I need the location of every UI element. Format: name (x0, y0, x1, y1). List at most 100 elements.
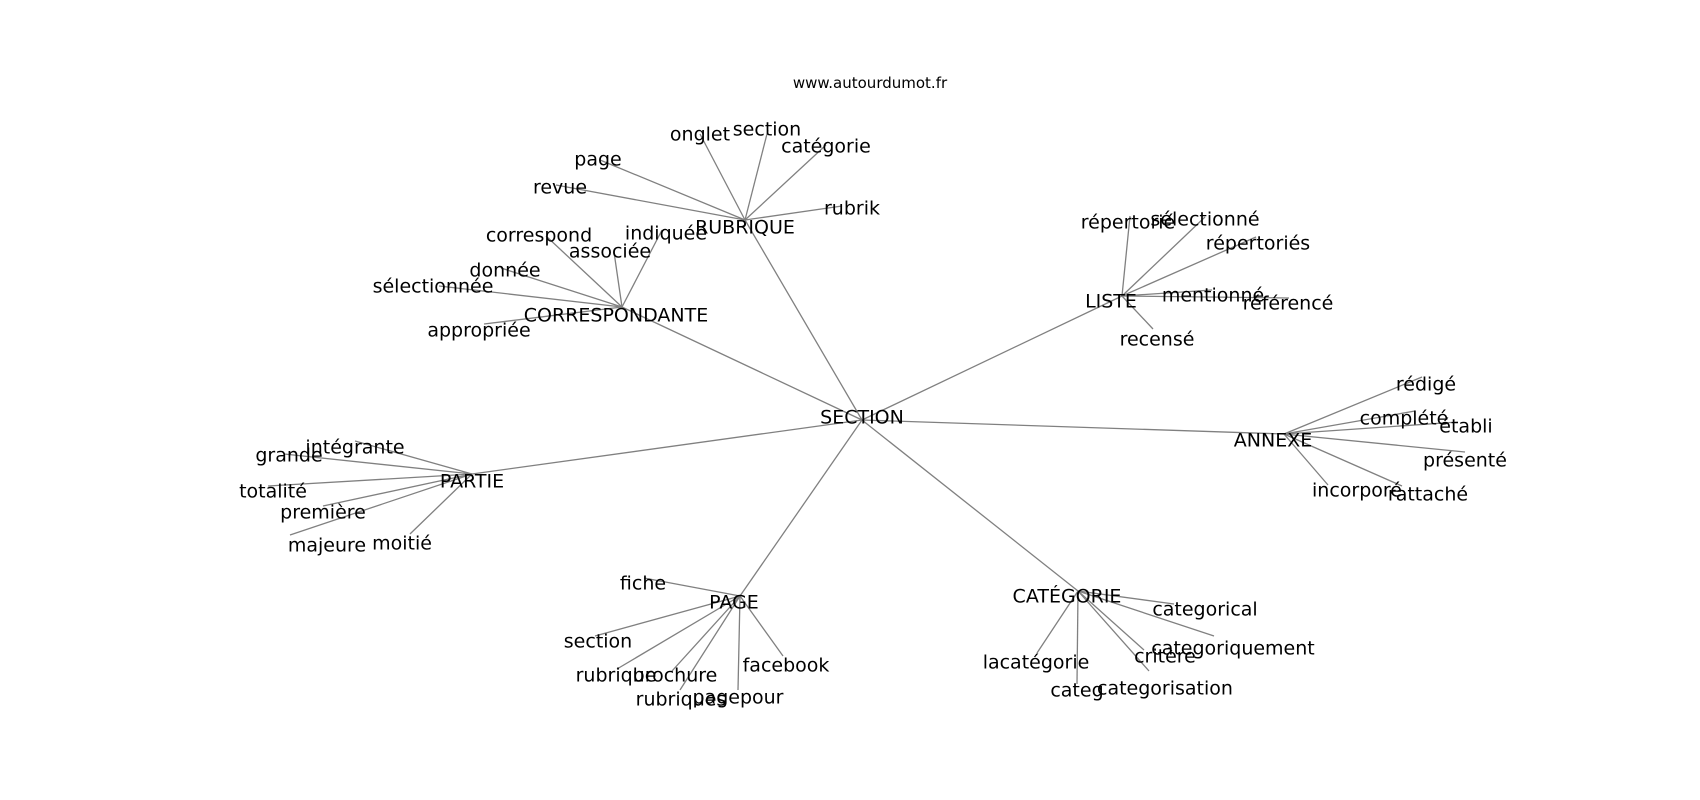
leaf-node-liste-mentionne: mentionné (1162, 285, 1264, 307)
edge-partie-majeure (289, 473, 473, 536)
edge-annexe-etabli (1283, 421, 1459, 435)
edge-page-brochure (671, 595, 741, 672)
edge-categorie-categ (1076, 590, 1079, 685)
edge-liste-mentionne (1121, 289, 1213, 297)
leaf-node-page-brochure: brochure (633, 665, 718, 687)
edges-layer (267, 129, 1466, 691)
leaf-node-partie-integrante: intégrante (305, 437, 404, 459)
edge-page-rubriques (679, 595, 741, 691)
leaf-node-correspondante-appropriee: appropriée (427, 320, 530, 342)
edge-annexe-rattache (1283, 433, 1403, 487)
leaf-node-rubrique-section: section (733, 119, 801, 141)
edge-categorie-categorical (1077, 590, 1175, 605)
leaf-node-partie-totalite: totalité (239, 481, 307, 503)
leaf-node-partie-moitie: moitié (372, 533, 432, 555)
edge-page-pagepour (737, 595, 741, 691)
edge-correspondante-correspond (545, 235, 623, 308)
leaf-node-page-pagepour: pagepour (693, 687, 784, 709)
edge-center-page (739, 419, 863, 597)
leaf-node-liste-reference: référencé (1243, 293, 1334, 315)
edge-partie-totalite (267, 473, 473, 487)
edge-liste-recense (1121, 295, 1154, 330)
edge-categorie-critere (1077, 590, 1145, 651)
edge-liste-selectionne (1121, 216, 1206, 297)
leaf-node-categorie-critere: critère (1134, 646, 1196, 668)
leaf-node-rubrique-revue: revue (533, 177, 587, 199)
edge-center-correspondante (621, 306, 863, 421)
leaf-node-correspondante-associee: associée (569, 241, 651, 263)
edge-annexe-complete (1283, 410, 1416, 435)
edge-rubrique-rubrik (744, 205, 843, 221)
edge-correspondante-selectionnee (438, 285, 623, 308)
leaf-node-rubrique-onglet: onglet (670, 124, 730, 146)
hub-node-rubrique: RUBRIQUE (695, 217, 795, 239)
edge-annexe-incorpore (1283, 433, 1329, 486)
edge-center-partie (471, 419, 863, 475)
leaf-node-correspondante-selectionnee: sélectionnée (373, 276, 494, 298)
leaf-node-annexe-rattache: rattaché (1388, 484, 1468, 506)
leaf-node-correspondante-correspond: correspond (486, 225, 592, 247)
edge-partie-premiere (322, 473, 473, 507)
leaf-node-page-facebook: facebook (743, 655, 830, 677)
leaf-node-liste-recense: recensé (1120, 329, 1195, 351)
leaf-node-page-rubrique: rubrique (576, 665, 657, 687)
edge-page-rubrique (616, 595, 741, 670)
edge-rubrique-onglet (699, 133, 746, 221)
leaf-node-correspondante-donnee: donnée (469, 260, 540, 282)
leaf-node-annexe-incorpore: incorporé (1312, 480, 1402, 502)
edge-rubrique-page (599, 159, 746, 221)
leaf-node-partie-majeure: majeure (288, 535, 366, 557)
leaf-node-annexe-presente: présenté (1423, 450, 1507, 472)
edge-liste-reference (1121, 295, 1290, 299)
edge-annexe-presente (1283, 433, 1466, 453)
hub-node-correspondante: CORRESPONDANTE (524, 305, 708, 327)
leaf-node-page-section: section (564, 631, 632, 653)
leaf-node-page-rubriques: rubriques (636, 689, 727, 711)
edge-categorie-lacategorie (1036, 590, 1079, 654)
leaf-node-partie-premiere: première (280, 502, 366, 524)
edge-correspondante-appropriee (483, 306, 623, 325)
edge-categorie-categorisation (1077, 590, 1150, 672)
edge-center-liste (861, 295, 1123, 421)
edge-rubrique-section (744, 129, 769, 221)
site-url: www.autourdumot.fr (793, 74, 948, 92)
leaf-node-annexe-complete: complété (1360, 408, 1449, 430)
leaf-node-categorie-categorical: categorical (1152, 599, 1257, 621)
hub-node-partie: PARTIE (440, 471, 504, 493)
hub-node-annexe: ANNEXE (1234, 430, 1312, 452)
edge-annexe-redige (1283, 376, 1423, 435)
edge-partie-moitie (409, 473, 473, 535)
edge-correspondante-indiquee (621, 229, 663, 308)
leaf-node-annexe-redige: rédigé (1396, 374, 1456, 396)
leaf-node-liste-repertories: répertoriés (1206, 233, 1310, 255)
leaf-node-categorie-categoriquement: categoriquement (1151, 638, 1315, 660)
edge-correspondante-associee (613, 251, 623, 308)
leaf-node-categorie-lacategorie: lacatégorie (983, 652, 1090, 674)
leaf-node-correspondante-indiquee: indiquée (625, 223, 707, 245)
leaf-node-page-fiche: fiche (620, 573, 666, 595)
edge-correspondante-donnee (500, 267, 623, 308)
edge-center-annexe (861, 419, 1285, 435)
edge-partie-grande (283, 453, 473, 475)
edge-page-section (594, 595, 741, 637)
edge-page-fiche (643, 577, 741, 597)
hub-node-categorie: CATÉGORIE (1013, 585, 1122, 608)
hub-node-page: PAGE (709, 592, 759, 614)
hub-node-liste: LISTE (1085, 291, 1137, 313)
edge-rubrique-revue (555, 184, 746, 221)
leaf-node-annexe-etabli: établi (1439, 416, 1492, 438)
leaf-node-rubrique-page: page (574, 149, 621, 171)
leaf-node-partie-grande: grande (255, 445, 322, 467)
edge-rubrique-categorie (744, 144, 827, 221)
leaf-node-liste-repertorie: répertorié (1081, 212, 1176, 234)
leaf-node-categorie-categ: categ (1050, 680, 1103, 702)
edge-categorie-categoriquement (1077, 590, 1215, 637)
edge-liste-repertorie (1121, 215, 1131, 297)
edge-center-rubrique (744, 219, 863, 421)
leaf-node-categorie-categorisation: categorisation (1097, 678, 1233, 700)
edge-center-categorie (861, 419, 1079, 592)
edge-partie-integrante (354, 440, 473, 475)
edge-page-facebook (739, 595, 784, 657)
